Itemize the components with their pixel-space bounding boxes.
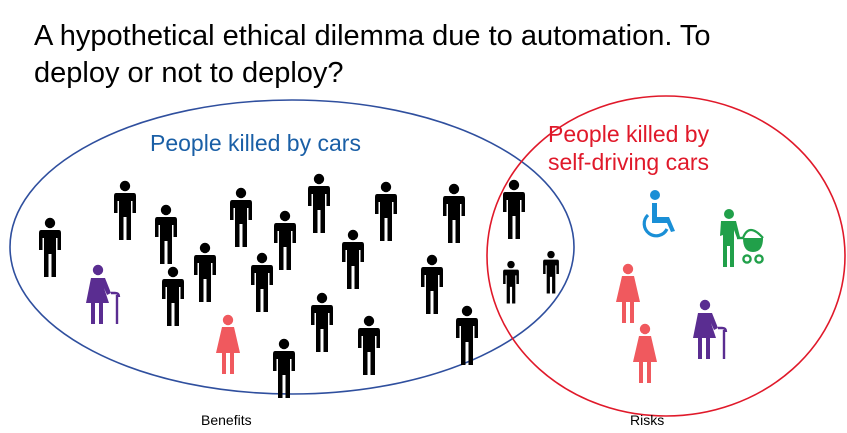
- slide-title: A hypothetical ethical dilemma due to au…: [34, 18, 834, 92]
- title-line-2: deploy or not to deploy?: [34, 57, 344, 89]
- people-icons: [39, 173, 764, 398]
- wheelchair-icon: [642, 190, 675, 238]
- parent-stroller-icon: [720, 209, 764, 267]
- man-icon: [503, 179, 525, 239]
- title-line-1: A hypothetical ethical dilemma due to au…: [34, 20, 711, 52]
- risks-label: Risks: [630, 412, 665, 428]
- man-icon: [251, 252, 273, 312]
- self-driving-set-ellipse: [486, 95, 846, 417]
- self-driving-label-line-2: self-driving cars: [548, 149, 710, 175]
- man-icon: [358, 315, 380, 375]
- woman-icon: [633, 323, 657, 383]
- woman-icon: [216, 314, 240, 374]
- cars-set-ellipse: [9, 99, 575, 395]
- cars-set-label: People killed by cars: [150, 130, 361, 156]
- man-icon: [162, 266, 184, 326]
- man-icon: [543, 250, 559, 294]
- man-icon: [375, 181, 397, 241]
- man-icon: [155, 204, 177, 264]
- man-icon: [342, 229, 364, 289]
- elderly-icon: [86, 264, 121, 324]
- man-icon: [274, 210, 296, 270]
- man-icon: [39, 217, 61, 277]
- man-icon: [456, 305, 478, 365]
- woman-icon: [616, 263, 640, 323]
- benefits-label: Benefits: [201, 412, 252, 428]
- man-icon: [443, 183, 465, 243]
- man-icon: [421, 254, 443, 314]
- man-icon: [114, 180, 136, 240]
- man-icon: [194, 242, 216, 302]
- man-icon: [230, 187, 252, 247]
- man-icon: [273, 338, 295, 398]
- elderly-icon: [693, 299, 728, 359]
- man-icon: [311, 292, 333, 352]
- self-driving-label-line-1: People killed by: [548, 121, 710, 147]
- man-icon: [503, 260, 519, 304]
- man-icon: [308, 173, 330, 233]
- self-driving-set-label: People killed by self-driving cars: [548, 120, 768, 176]
